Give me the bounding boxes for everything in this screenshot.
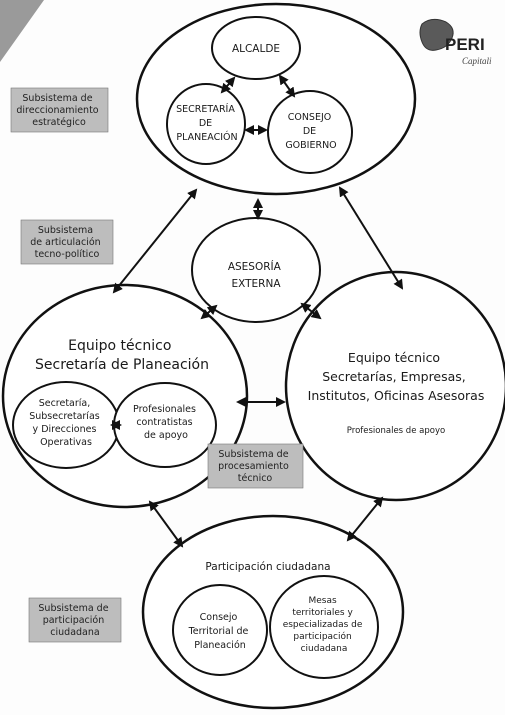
equipo-secretarias-title: Equipo técnico Secretarías, Empresas, In…: [308, 350, 485, 403]
consejo-territorial-line-1: Consejo: [200, 612, 238, 623]
consejo-territorial-line-3: Planeación: [194, 640, 246, 651]
label-procesamiento-line-1: Subsistema de: [218, 449, 288, 460]
profesionales-contratistas-label: Profesionales contratistas de apoyo: [133, 404, 199, 441]
equipo-secretarias-title-line-1: Equipo técnico: [348, 350, 440, 365]
label-articulacion-line-1: Subsistema: [38, 225, 93, 236]
mesas-territoriales-line-3: especializadas de: [283, 620, 363, 630]
secretaria-planeacion-circle: [166, 83, 246, 165]
consejo-territorial-line-2: Territorial de: [188, 626, 249, 637]
arrow-secretarias-participacion: [346, 496, 384, 542]
label-direccionamiento-line-3: estratégico: [32, 117, 86, 128]
mesas-territoriales-line-2: territoriales y: [292, 608, 353, 618]
profesionales-contratistas-line-1: Profesionales: [133, 404, 196, 415]
consejo-gobierno-label: CONSEJO DE GOBIERNO: [285, 112, 336, 151]
logo-text: PERI: [445, 35, 485, 54]
asesoria-label: ASESORÍA EXTERNA: [228, 260, 284, 290]
profesionales-apoyo-label: Profesionales de apoyo: [347, 426, 445, 436]
label-articulacion-text: Subsistema de articulación tecno-polític…: [30, 225, 103, 260]
participacion-title: Participación ciudadana: [205, 561, 330, 573]
arrow-planeacion-participacion: [148, 500, 184, 548]
secretaria-direcciones-line-3: y Direcciones: [33, 424, 97, 435]
label-participacion-box: [28, 597, 122, 643]
equipo-secretarias-circle: [284, 270, 505, 502]
logo-subtext: Capitali: [462, 56, 492, 66]
label-procesamiento-line-2: procesamiento: [218, 461, 289, 472]
equipo-planeacion-title-line-2: Secretaría de Planeación: [35, 357, 209, 373]
consejo-territorial-label: Consejo Territorial de Planeación: [188, 612, 252, 651]
secretaria-direcciones-line-2: Subsecretarías: [29, 411, 100, 422]
label-direccionamiento: Subsistema de direccionamiento estratégi…: [10, 87, 109, 133]
label-participacion-line-1: Subsistema de: [38, 603, 108, 614]
label-direccionamiento-line-1: Subsistema de: [22, 93, 92, 104]
label-direccionamiento-box: [10, 87, 109, 133]
arrow-top-secretarias: [338, 186, 404, 290]
label-direccionamiento-line-2: direccionamiento: [16, 105, 98, 116]
asesoria-line-2: EXTERNA: [231, 278, 281, 290]
consejo-gobierno-circle: [267, 90, 353, 174]
profesionales-contratistas-line-2: contratistas: [136, 417, 192, 428]
arrow-alcalde-secretaria: [220, 76, 236, 94]
equipo-planeacion-title: Equipo técnico Secretaría de Planeación: [35, 338, 209, 373]
corner-artifact: [0, 0, 44, 62]
equipo-secretarias-title-line-3: Institutos, Oficinas Asesoras: [308, 388, 485, 403]
label-participacion-text: Subsistema de participación ciudadana: [38, 603, 111, 638]
arrow-asesoria-secretarias: [300, 302, 322, 320]
brain-logo-icon: [419, 18, 454, 51]
label-direccionamiento-text: Subsistema de direccionamiento estratégi…: [16, 93, 101, 128]
label-articulacion-box: [20, 219, 114, 265]
label-procesamiento-box: [207, 443, 304, 489]
label-participacion-line-2: participación: [43, 615, 105, 626]
secretaria-planeacion-line-3: PLANEACIÓN: [176, 131, 237, 143]
mesas-territoriales-line-5: ciudadana: [301, 644, 348, 654]
consejo-gobierno-line-3: GOBIERNO: [285, 140, 336, 151]
label-articulacion-line-2: de articulación: [30, 237, 100, 248]
label-procesamiento-text: Subsistema de procesamiento técnico: [218, 449, 292, 484]
equipo-planeacion-title-line-1: Equipo técnico: [68, 338, 171, 354]
label-articulacion-line-3: tecno-político: [35, 249, 100, 260]
asesoria-line-1: ASESORÍA: [228, 260, 282, 273]
secretaria-direcciones-line-4: Operativas: [40, 437, 92, 448]
mesas-territoriales-line-4: participación: [293, 631, 351, 642]
label-procesamiento: Subsistema de procesamiento técnico: [207, 443, 304, 489]
label-participacion-line-3: ciudadana: [50, 627, 99, 638]
secretaria-planeacion-line-1: SECRETARÍA: [176, 103, 235, 115]
mesas-territoriales-circle: [269, 575, 379, 679]
consejo-gobierno-line-1: CONSEJO: [288, 112, 332, 123]
mesas-territoriales-line-1: Mesas: [308, 596, 337, 606]
profesionales-contratistas-line-3: de apoyo: [144, 430, 188, 441]
arrow-alcalde-consejo: [278, 74, 296, 98]
label-articulacion: Subsistema de articulación tecno-polític…: [20, 219, 114, 265]
secretaria-planeacion-line-2: DE: [199, 118, 212, 129]
alcalde-label: ALCALDE: [232, 43, 280, 55]
secretaria-direcciones-line-1: Secretaría,: [39, 398, 91, 409]
alcalde-circle: [211, 16, 301, 80]
consejo-territorial-circle: [172, 584, 268, 676]
mesas-territoriales-label: Mesas territoriales y especializadas de …: [283, 596, 366, 654]
peri-logo: PERI Capitali: [419, 18, 492, 66]
label-procesamiento-line-3: técnico: [238, 473, 273, 484]
arrow-asesoria-planeacion: [200, 304, 218, 320]
consejo-gobierno-line-2: DE: [303, 126, 316, 137]
equipo-secretarias-title-line-2: Secretarías, Empresas,: [322, 369, 466, 384]
label-participacion: Subsistema de participación ciudadana: [28, 597, 122, 643]
secretaria-direcciones-label: Secretaría, Subsecretarías y Direcciones…: [29, 398, 103, 448]
arrow-top-planeacion: [112, 188, 198, 294]
secretaria-planeacion-label: SECRETARÍA DE PLANEACIÓN: [176, 103, 238, 143]
